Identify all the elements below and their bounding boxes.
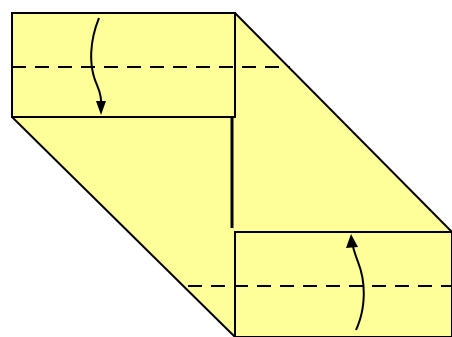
bottom-flap-outline — [234, 231, 452, 337]
curved-arrow-down-icon — [90, 17, 106, 115]
curved-arrow-up-icon — [346, 234, 365, 331]
top-flap-outline — [11, 12, 236, 118]
